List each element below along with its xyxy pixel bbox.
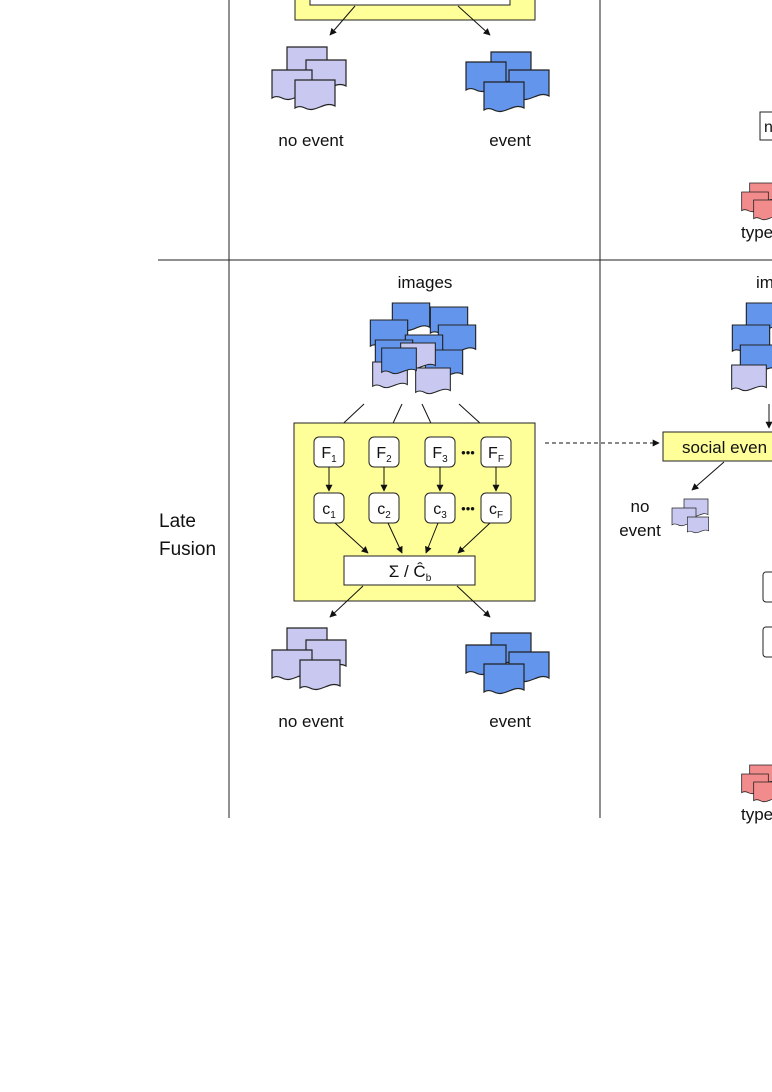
classifier-node-c3: c3	[424, 492, 456, 524]
right-partial-box-1	[762, 571, 772, 603]
top-arrow-event	[457, 5, 491, 36]
no-event-label: no event	[278, 712, 343, 731]
top-right-partial-box: n	[759, 111, 772, 141]
row-label-late: Late	[159, 511, 196, 532]
feature-node-f1: F1	[313, 436, 345, 468]
svg-text:social even: social even	[682, 438, 767, 457]
arrow-social-no-event	[691, 461, 725, 491]
right-images-label-partial: im	[756, 273, 772, 292]
classifier-node-c1: c1	[313, 492, 345, 524]
top-right-type-label: type	[741, 223, 772, 242]
svg-text:Σ / Ĉb: Σ / Ĉb	[389, 562, 432, 584]
images-stack-icon	[369, 302, 477, 395]
top-event-label: event	[489, 131, 531, 150]
classifier-node-c2: c2	[368, 492, 400, 524]
arrow-c1-fusion	[334, 522, 369, 554]
top-left-classifier-box	[294, 0, 536, 21]
fusion-node: Σ / Ĉb	[343, 555, 476, 586]
arrow-cf-fusion	[457, 522, 491, 554]
right-no-event-stack-icon	[671, 498, 710, 534]
feature-node-f3: F3	[424, 436, 456, 468]
top-right-type-stack-icon	[741, 182, 772, 221]
no-event-stack-icon	[271, 627, 347, 691]
images-label: images	[398, 273, 453, 292]
right-images-stack-icon	[731, 302, 772, 392]
event-stack-icon	[465, 632, 550, 695]
arrow-c2-fusion	[387, 522, 403, 554]
arrow-c3-fusion	[425, 522, 439, 554]
right-partial-box-2	[762, 626, 772, 658]
top-arrow-no-event	[329, 5, 356, 36]
right-type-label: type	[741, 805, 772, 824]
row-label-fusion: Fusion	[159, 539, 216, 560]
arrow-fusion-event	[456, 585, 491, 618]
top-event-stack-icon	[465, 51, 550, 113]
svg-text:n: n	[764, 119, 772, 136]
right-event-label: event	[619, 521, 661, 540]
arrow-fusion-no-event	[329, 585, 364, 618]
right-no-label: no	[631, 497, 650, 516]
right-type-stack-icon	[741, 764, 772, 803]
top-no-event-stack-icon	[271, 46, 347, 111]
event-label: event	[489, 712, 531, 731]
top-no-event-label: no event	[278, 131, 343, 150]
classifier-node-cf: cF	[480, 492, 512, 524]
feature-ellipsis: •••	[461, 445, 475, 460]
classifier-ellipsis: •••	[461, 501, 475, 516]
feature-node-f2: F2	[368, 436, 400, 468]
social-event-box: social even	[662, 431, 772, 462]
feature-node-ff: FF	[480, 436, 512, 468]
